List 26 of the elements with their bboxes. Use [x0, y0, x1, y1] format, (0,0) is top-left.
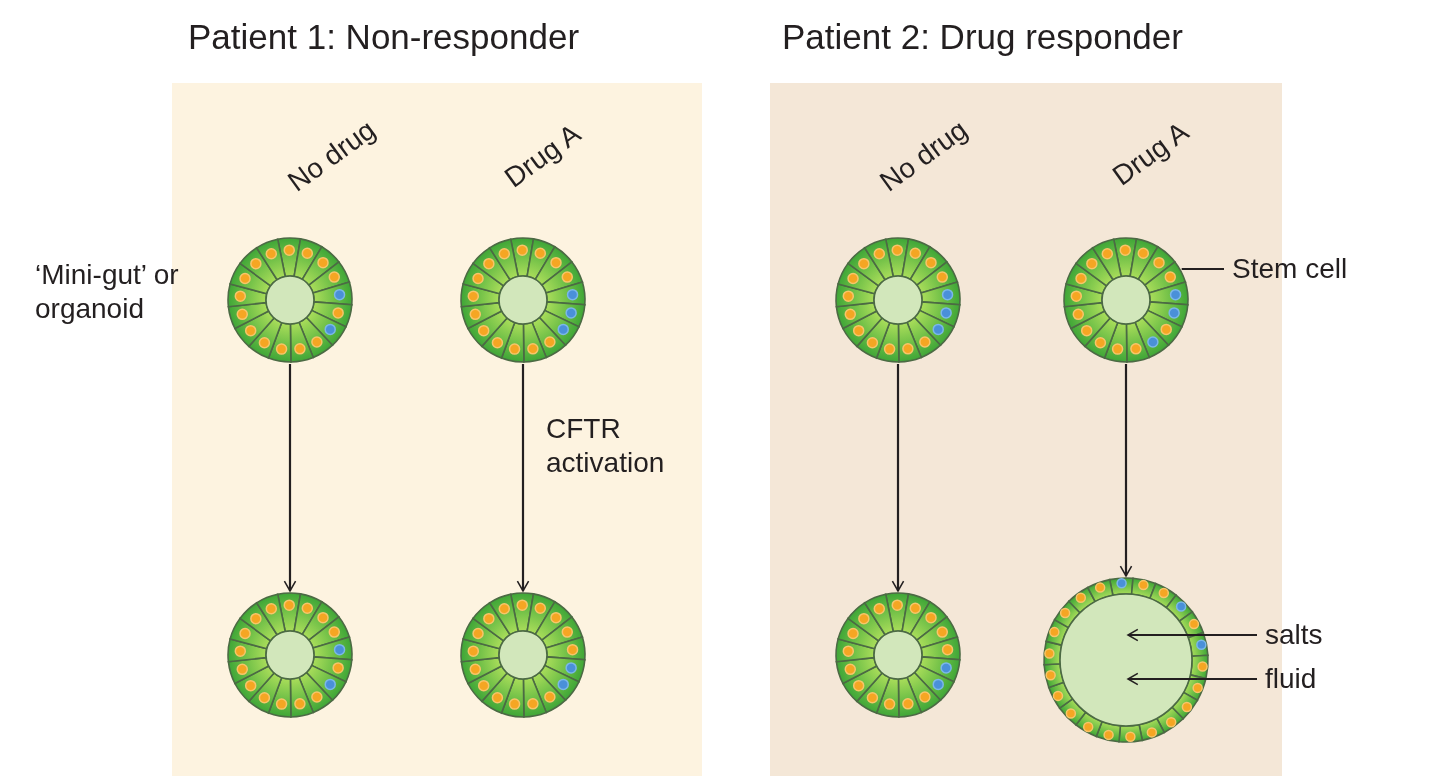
organoid-drawing: [833, 590, 963, 720]
organoid-drawing: [833, 235, 963, 365]
organoid-drawing: [1041, 575, 1211, 745]
organoid-drawing: [458, 590, 588, 720]
arrow: [1127, 672, 1257, 686]
panel-heading: Patient 1: Non-responder: [188, 17, 580, 57]
organoid-drawing: [1061, 235, 1191, 365]
arrow: [1127, 628, 1257, 642]
column-heading: No drug: [874, 113, 974, 199]
panel-heading: Patient 2: Drug responder: [782, 17, 1183, 57]
column-heading: Drug A: [1106, 115, 1195, 193]
organoid-drawing: [225, 590, 355, 720]
arrow: [516, 364, 530, 592]
callout-text: salts: [1265, 618, 1323, 652]
callout-text: fluid: [1265, 662, 1317, 696]
arrow: [891, 364, 905, 592]
callout-text: Stem cell: [1232, 252, 1348, 286]
organoid-drawing: [458, 235, 588, 365]
arrow: [1119, 364, 1133, 577]
leader-line: [1181, 267, 1224, 271]
edge-label: CFTR activation: [546, 412, 666, 480]
arrow: [283, 364, 297, 592]
caption-text: ‘Mini-gut’ or organoid: [35, 258, 180, 326]
column-heading: Drug A: [498, 117, 587, 195]
organoid-drawing: [225, 235, 355, 365]
column-heading: No drug: [282, 113, 382, 199]
